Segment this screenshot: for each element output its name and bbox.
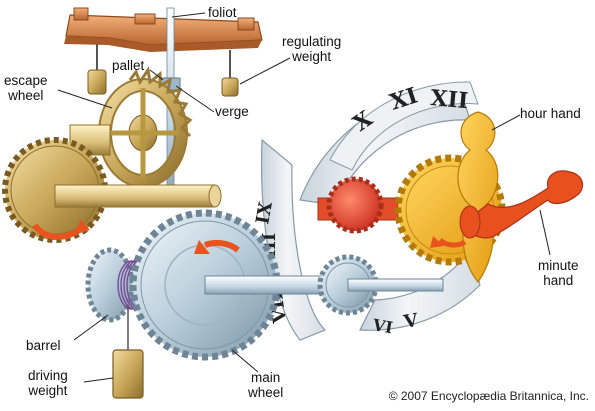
label-pallet: pallet	[112, 58, 145, 73]
dial-numeral: V	[401, 310, 420, 333]
label-verge: verge	[215, 104, 249, 119]
dial-numeral: XII	[429, 85, 469, 114]
driving-weight	[112, 349, 144, 399]
dial-numeral: IX	[252, 200, 277, 226]
red-pinion	[326, 176, 384, 234]
dial-numeral: VI	[370, 315, 394, 337]
minute-pinion	[317, 254, 444, 316]
copyright-notice: © 2007 Encyclopædia Britannica, Inc.	[388, 389, 589, 403]
main-wheel-assembly	[85, 209, 361, 399]
minute-hand	[469, 170, 584, 239]
rotation-arrow	[203, 239, 240, 253]
hour-train	[317, 111, 584, 284]
barrel	[85, 247, 135, 323]
hour-hand	[457, 111, 499, 284]
rotation-arrow	[438, 238, 467, 248]
label-hour-hand: hour hand	[520, 106, 581, 121]
regulating-weight-right	[221, 77, 239, 97]
regulating-weight-left	[87, 69, 107, 95]
label-barrel: barrel	[26, 338, 61, 353]
foliot	[64, 7, 263, 52]
leader-lines	[57, 12, 551, 383]
regulating-weights	[87, 44, 239, 97]
label-foliot: foliot	[208, 5, 237, 20]
rotation-arrow	[32, 223, 83, 240]
upper-gear-train	[2, 124, 222, 243]
dial-upper-band	[329, 81, 479, 171]
